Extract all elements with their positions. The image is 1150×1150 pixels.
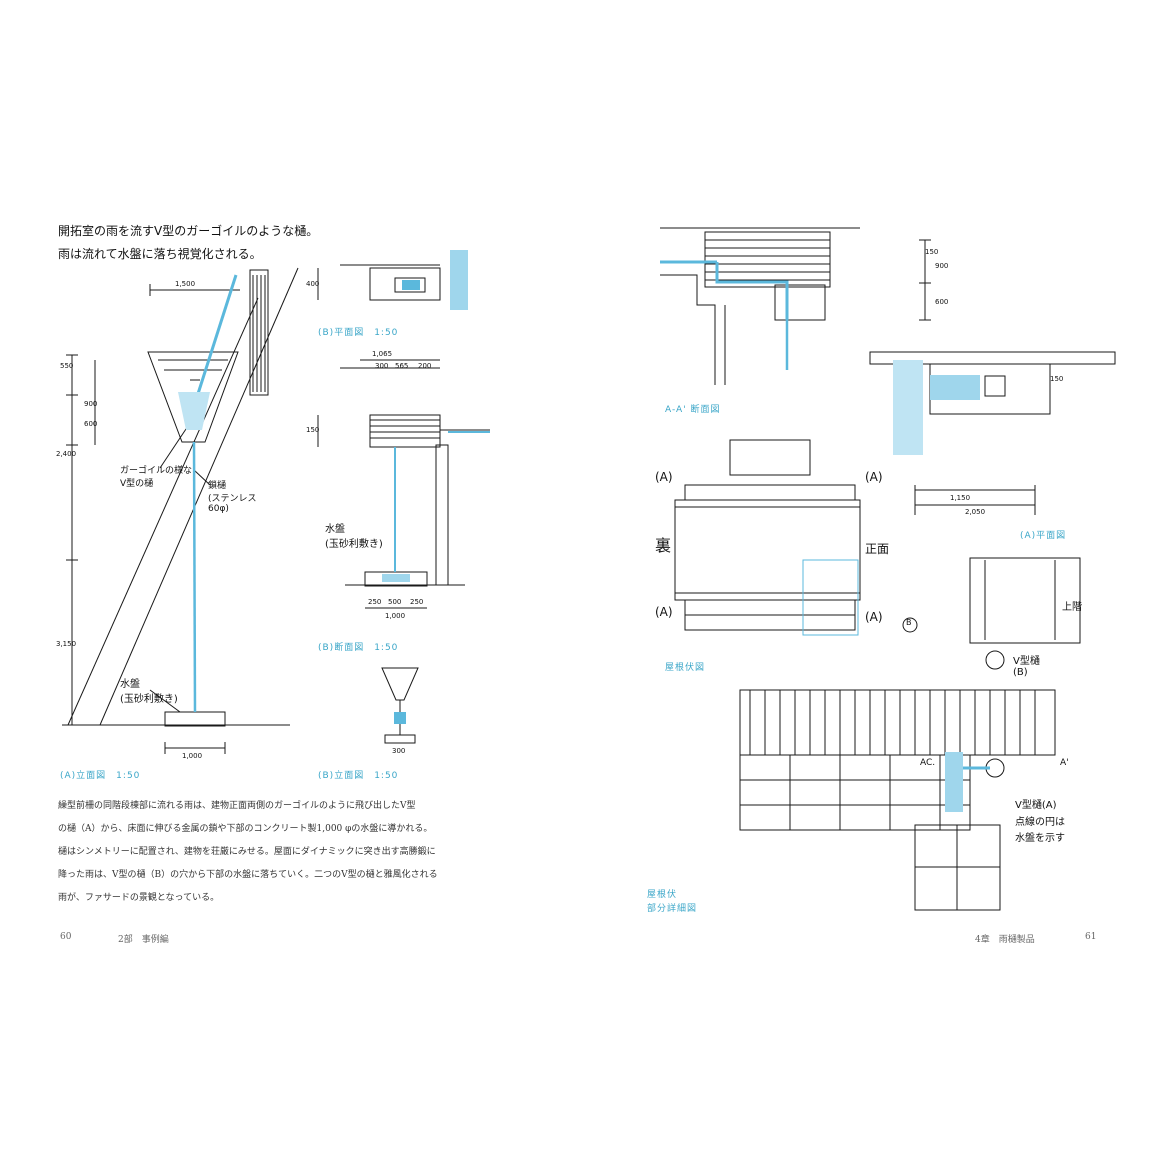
dim-basin-c: 250 [410,598,424,606]
right-page: 150 900 600 150 1,150 2,050 A-A' 断面図 (A)… [575,0,1150,1150]
b-elevation-v [381,667,419,701]
dim-900: 900 [84,400,98,408]
caption-roof-plan: 屋根伏図 [665,663,706,673]
body-line: 雨が、ファサードの景観となっている。 [58,893,220,903]
dim-r2050: 2,050 [965,508,986,516]
roof-plan-body [674,499,861,601]
label-water-basin-b: 水盤 (玉砂利敷き) [325,524,383,550]
label-back: 裏 [655,536,672,555]
chapter-left: 2部 事例編 [118,935,169,945]
dim-sec-b: 565 [395,362,409,370]
label-a-bottom-left: (A) [655,605,673,619]
dim-550: 550 [60,362,74,370]
b-section-body [369,414,441,448]
dim-sec-h: 150 [306,426,320,434]
v-gutter-a-shape [147,351,239,443]
dim-small-w: 300 [392,747,406,755]
handnote-line-1: 開拓室の雨を流すV型のガーゴイルのような樋。 [58,224,319,238]
dim-sec-a: 300 [375,362,389,370]
caption-b-plan: (B)平面図 1:50 [318,328,399,338]
dim-base: 1,000 [182,752,203,760]
basin-a [164,711,226,727]
body-line: 樋はシンメトリーに配置され、建物を荘厳にみせる。屋面にダイナミックに突き出す高勝… [58,847,436,857]
left-drawings [62,250,490,754]
label-a-top-left: (A) [655,470,673,484]
chapter-right: 4章 雨樋製品 [975,935,1035,945]
label-upper-floor: 上階 [1062,602,1082,613]
label-ac: AC. [920,758,936,768]
dim-r1150: 1,150 [950,494,971,502]
caption-a-elevation: (A)立面図 1:50 [60,771,141,781]
dim-top: 1,500 [175,280,196,288]
caption-roof-partial: 屋根伏 部分詳細図 [647,890,698,914]
dim-600: 600 [84,420,98,428]
dim-r150: 150 [925,248,939,256]
label-water-basin-a: 水盤 (玉砂利敷き) [120,679,178,705]
water-lines-right [660,260,990,812]
label-a-prime: A' [1060,758,1069,768]
left-page: 開拓室の雨を流すV型のガーゴイルのような樋。 雨は流れて水盤に落ち視覚化される。… [56,224,520,945]
dim-sec-c: 200 [418,362,432,370]
dim-basin-a: 250 [368,598,382,606]
label-chain-gutter: 鎖樋 (ステンレス 60φ) [208,481,257,514]
b-section-wall [435,444,449,586]
dim-3150: 3,150 [56,640,77,648]
label-front: 正面 [865,542,890,556]
dim-r900: 900 [935,262,949,270]
label-a-bottom-right: (A) [865,610,883,624]
dim-basin-total: 1,000 [385,612,406,620]
dim-r600: 600 [935,298,949,306]
dim-basin-b: 500 [388,598,402,606]
roof-edge-block [249,269,269,396]
label-a-top-right: (A) [865,470,883,484]
elevation-slope-line-2 [67,297,259,726]
caption-b-elevation: (B)立面図 1:50 [318,771,399,781]
right-drawings [660,227,1116,911]
caption-b-section: (B)断面図 1:50 [318,643,399,653]
dim-r150b: 150 [1050,375,1064,383]
aa-section-roof [704,231,831,288]
label-v-gutter-b: V型樋 (B) [1013,656,1040,678]
label-circle-note: 点線の円は 水盤を示す [1015,817,1065,844]
partial-roof-band [739,689,1056,756]
dim-sec-w: 1,065 [372,350,393,358]
body-line: 降った雨は、V型の樋（B）の穴から下部の水盤に落ちていく。二つのV型の樋と雅風化… [58,870,438,880]
water-lines-left [178,250,490,724]
dim-plan-w: 400 [306,280,320,288]
body-text: 繰型前柵の同階段棟部に流れる雨は、建物正面両側のガーゴイルのように飛び出したV型… [58,795,520,910]
label-gargoyle-v-gutter: ガーゴイルの様な V型の樋 [120,466,193,489]
page-number-right: 61 [1085,932,1097,942]
handnote-line-2: 雨は流れて水盤に落ち視覚化される。 [58,247,262,261]
body-line: 繰型前柵の同階段棟部に流れる雨は、建物正面両側のガーゴイルのように飛び出したV型 [58,801,416,811]
caption-aa-section: A-A' 断面図 [665,405,721,415]
page-number-left: 60 [60,932,72,942]
label-v-gutter-a: V型樋(A) [1015,800,1057,811]
body-line: の樋（A）から、床面に伸びる金属の鎖や下部のコンクリート製1,000 φの水盤に… [58,824,433,834]
label-b-marker: B [906,618,912,627]
b-plan-body [369,267,441,301]
dim-2400: 2,400 [56,450,77,458]
caption-a-plan: (A)平面図 [1020,531,1067,541]
